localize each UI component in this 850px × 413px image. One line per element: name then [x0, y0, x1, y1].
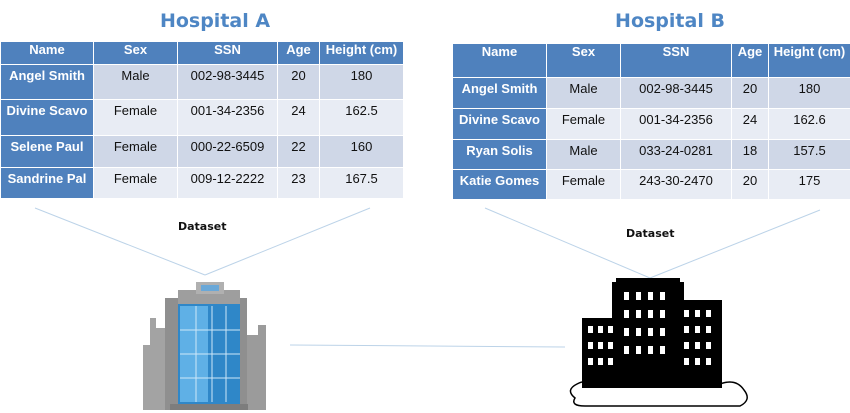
dataset-label-a: Dataset	[178, 220, 227, 233]
cell-name: Divine Scavo	[452, 108, 547, 140]
cell-name: Angel Smith	[452, 77, 547, 109]
cell-ssn: 001-34-2356	[177, 99, 278, 136]
table-row: Angel Smith Male 002-98-3445 20 180	[0, 64, 404, 100]
cell-ssn: 009-12-2222	[177, 167, 278, 199]
connector-line	[484, 207, 651, 279]
cell-age: 22	[277, 135, 320, 168]
cell-height: 162.6	[768, 108, 850, 140]
cell-name: Angel Smith	[0, 64, 94, 100]
cell-name: Selene Paul	[0, 135, 94, 168]
cell-name: Katie Gomes	[452, 169, 547, 200]
column-header-height: Height (cm)	[319, 41, 404, 65]
cell-ssn: 033-24-0281	[620, 139, 732, 170]
cell-name: Sandrine Pal	[0, 167, 94, 199]
connector-line	[204, 207, 371, 276]
hospital-b-building-icon	[569, 278, 748, 407]
table-row: Sandrine Pal Female 009-12-2222 23 167.5	[0, 167, 404, 199]
connector-line	[649, 209, 821, 279]
cell-height: 180	[768, 77, 850, 109]
dataset-label-b: Dataset	[626, 227, 675, 240]
table-row: Divine Scavo Female 001-34-2356 24 162.6	[452, 108, 850, 140]
hospital-a-building-icon	[143, 282, 266, 410]
cell-age: 18	[731, 139, 769, 170]
connector-line	[34, 207, 206, 276]
cell-height: 157.5	[768, 139, 850, 170]
cell-sex: Female	[93, 167, 178, 199]
cell-height: 160	[319, 135, 404, 168]
cell-ssn: 002-98-3445	[177, 64, 278, 100]
hospital-b-title: Hospital B	[615, 10, 725, 32]
cell-height: 180	[319, 64, 404, 100]
cell-height: 167.5	[319, 167, 404, 199]
cell-name: Ryan Solis	[452, 139, 547, 170]
cell-sex: Male	[546, 77, 621, 109]
cell-sex: Female	[546, 108, 621, 140]
cell-ssn: 002-98-3445	[620, 77, 732, 109]
cell-sex: Female	[93, 135, 178, 168]
cell-age: 20	[731, 169, 769, 200]
column-header-height: Height (cm)	[768, 43, 850, 78]
table-row: Divine Scavo Female 001-34-2356 24 162.5	[0, 99, 404, 136]
cell-height: 175	[768, 169, 850, 200]
cell-name: Divine Scavo	[0, 99, 94, 136]
cell-ssn: 243-30-2470	[620, 169, 732, 200]
column-header-ssn: SSN	[620, 43, 732, 78]
hospital-a-table: Name Sex SSN Age Height (cm) Angel Smith…	[0, 41, 404, 199]
column-header-name: Name	[0, 41, 94, 65]
column-header-ssn: SSN	[177, 41, 278, 65]
hospital-b-table: Name Sex SSN Age Height (cm) Angel Smith…	[452, 43, 850, 200]
hospital-a-title: Hospital A	[159, 10, 271, 32]
link-line	[289, 344, 566, 348]
table-row: Ryan Solis Male 033-24-0281 18 157.5	[452, 139, 850, 170]
table-row: Katie Gomes Female 243-30-2470 20 175	[452, 169, 850, 200]
column-header-age: Age	[731, 43, 769, 78]
table-row: Angel Smith Male 002-98-3445 20 180	[452, 77, 850, 109]
cell-sex: Female	[546, 169, 621, 200]
column-header-name: Name	[452, 43, 547, 78]
cell-age: 24	[277, 99, 320, 136]
cell-sex: Male	[93, 64, 178, 100]
cell-ssn: 000-22-6509	[177, 135, 278, 168]
table-row: Selene Paul Female 000-22-6509 22 160	[0, 135, 404, 168]
cell-ssn: 001-34-2356	[620, 108, 732, 140]
cell-height: 162.5	[319, 99, 404, 136]
cell-sex: Female	[93, 99, 178, 136]
cell-age: 23	[277, 167, 320, 199]
